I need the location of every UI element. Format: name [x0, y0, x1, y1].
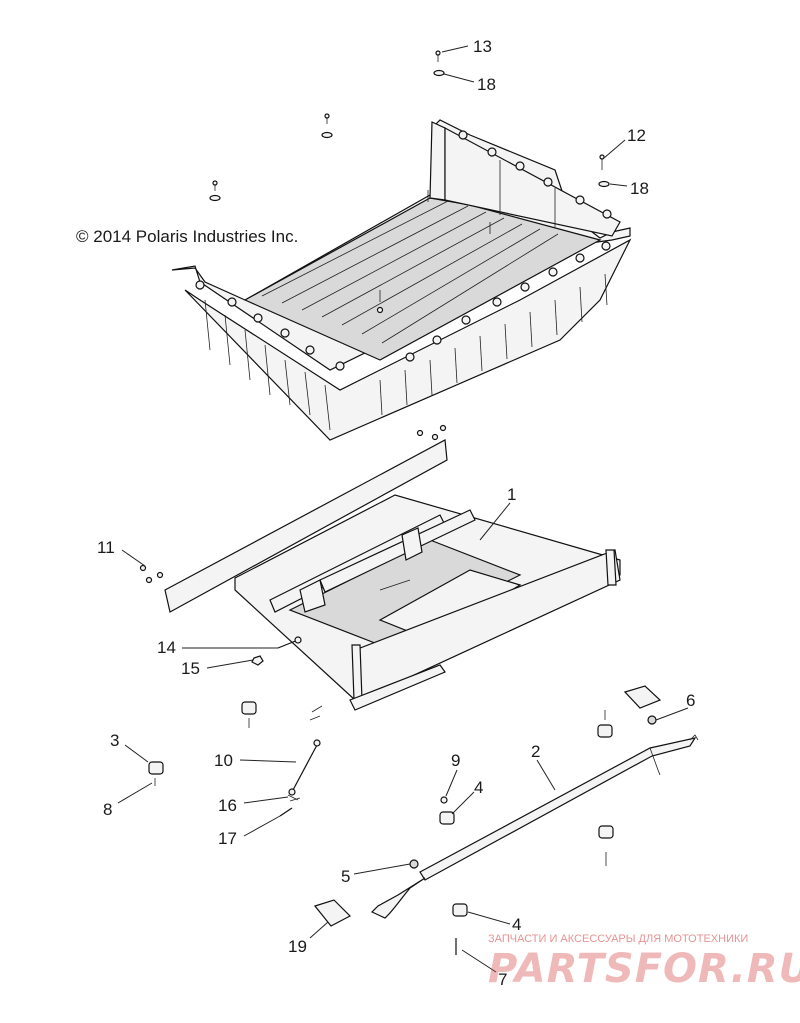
callout-5: 5: [341, 867, 350, 886]
callout-9: 9: [451, 751, 460, 770]
spring-5: [409, 859, 419, 869]
callout-18-right: 18: [630, 179, 649, 198]
cargo-box: [171, 119, 632, 441]
callout-1: 1: [507, 485, 516, 504]
watermark-tagline: ЗАПЧАСТИ И АКСЕССУАРЫ ДЛЯ МОТОТЕХНИКИ: [488, 933, 748, 945]
callout-16: 16: [218, 796, 237, 815]
callout-4-low: 4: [512, 915, 521, 934]
handle-grip-19: [313, 899, 352, 927]
callout-6: 6: [686, 691, 695, 710]
callout-3: 3: [110, 731, 119, 750]
nut-15: [251, 655, 264, 666]
bushing-upper: [597, 710, 613, 738]
spring-6: [647, 715, 657, 725]
callout-19: 19: [288, 937, 307, 956]
bushing-mid: [598, 825, 614, 866]
clip-16: [287, 794, 301, 802]
callout-18-top: 18: [477, 75, 496, 94]
hardware-top: [209, 50, 610, 202]
callout-13: 13: [473, 37, 492, 56]
copyright-text: © 2014 Polaris Industries Inc.: [76, 227, 298, 246]
latch-rod-2: [370, 734, 699, 919]
callout-labels: 13 18 12 18 1 11 14 15 3 8 10 16 17 2 6 …: [97, 37, 695, 989]
bumper-3: [148, 761, 164, 775]
watermark-logo: PARTSFOR.RU: [488, 946, 800, 992]
callout-12: 12: [627, 126, 646, 145]
bumper-upper: [241, 701, 257, 728]
bed-frame: [164, 424, 621, 711]
leader-lines: [117, 45, 689, 973]
callout-4-mid: 4: [474, 778, 483, 797]
bushing-4a: [439, 811, 455, 825]
nut-9: [440, 796, 448, 804]
fasteners-11: [139, 564, 164, 584]
callout-8: 8: [103, 800, 112, 819]
callout-11: 11: [97, 538, 115, 557]
handle-grip-upper: [623, 685, 662, 709]
clip-upper: [309, 705, 323, 721]
bolt-14: [277, 636, 302, 649]
callout-2: 2: [531, 742, 540, 761]
watermark: ЗАПЧАСТИ И АКСЕССУАРЫ ДЛЯ МОТОТЕХНИКИ PA…: [488, 933, 800, 992]
bushing-4b: [452, 903, 468, 917]
gas-strut-10: [288, 739, 321, 796]
callout-14: 14: [157, 638, 176, 657]
callout-10: 10: [214, 751, 233, 770]
callout-7: 7: [498, 970, 507, 989]
callout-17: 17: [218, 829, 237, 848]
callout-15: 15: [181, 659, 200, 678]
pin-17: [279, 807, 293, 817]
